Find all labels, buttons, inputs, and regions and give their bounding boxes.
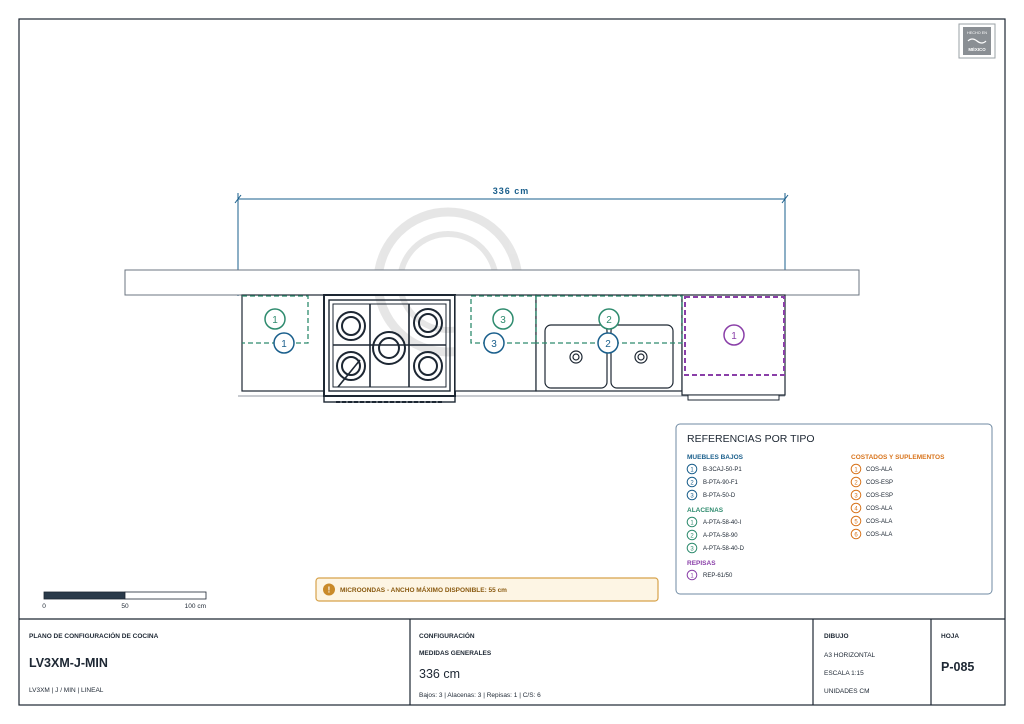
microwave-notice: ! MICROONDAS - ANCHO MÁXIMO DISPONIBLE: … — [315, 577, 659, 602]
base-heading: MUEBLES BAJOS — [687, 454, 744, 461]
measure-value: 336 cm — [419, 667, 460, 681]
reference-code: B-PTA-90-F1 — [703, 480, 739, 486]
base-cabinet-marker-2: 2 — [597, 332, 619, 354]
shelf-number: 1 — [731, 331, 737, 342]
wall-cabinet-marker-1: 1 — [264, 308, 286, 330]
reference-number: 1 — [690, 468, 694, 474]
shelf-unit — [681, 294, 786, 401]
config-label: CONFIGURACIÓN — [419, 631, 475, 640]
model-subtitle: LV3XM | J / MIN | LINEAL — [29, 687, 104, 694]
reference-code: COS-ESP — [866, 480, 893, 486]
title-block — [19, 618, 1005, 705]
reference-code: REP-61/50 — [703, 573, 733, 579]
reference-number: 2 — [690, 534, 694, 540]
reference-code: A-PTA-58-40-I — [703, 520, 742, 526]
wall-cabinet-marker-2: 2 — [598, 308, 620, 330]
sides-reference-list: 1 COS-ALA 2 COS-ESP 3 COS-ESP 4 COS-ALA … — [850, 463, 893, 540]
references-title: REFERENCIAS POR TIPO — [687, 433, 815, 445]
wall-cabinet-number: 2 — [606, 315, 612, 326]
reference-number: 3 — [690, 494, 694, 500]
reference-code: COS-ALA — [866, 467, 892, 473]
countertop — [124, 269, 860, 296]
wall-cabinet-number: 3 — [500, 315, 506, 326]
wall-heading: ALACENAS — [687, 507, 724, 514]
shelf-outline — [684, 296, 785, 376]
scale-tick-label: 100 cm — [185, 603, 206, 610]
scale-bar: 0 50 100 cm — [42, 591, 207, 610]
reference-number: 5 — [854, 520, 858, 526]
stove — [323, 294, 456, 403]
notice-text: MICROONDAS - ANCHO MÁXIMO DISPONIBLE: 55… — [340, 585, 507, 594]
reference-code: COS-ESP — [866, 493, 893, 499]
reference-number: 3 — [690, 547, 694, 553]
shelf-marker-1: 1 — [723, 324, 745, 346]
reference-code: COS-ALA — [866, 519, 892, 525]
wall-cabinet-marker-3: 3 — [492, 308, 514, 330]
reference-code: A-PTA-58-40-D — [703, 546, 745, 552]
badge-line1: HECHO EN — [967, 31, 987, 35]
reference-number: 2 — [690, 481, 694, 487]
reference-code: COS-ALA — [866, 506, 892, 512]
reference-code: B-PTA-50-D — [703, 493, 736, 499]
reference-number: 1 — [854, 468, 858, 474]
reference-number: 2 — [854, 481, 858, 487]
base-cabinet-number: 1 — [281, 339, 287, 350]
scale-tick-label: 50 — [121, 603, 129, 610]
reference-number: 3 — [854, 494, 858, 500]
drawing-units: UNIDADES CM — [824, 688, 870, 695]
base-cabinet-number: 2 — [605, 339, 611, 350]
sink-icon — [544, 324, 674, 389]
reference-code: A-PTA-58-90 — [703, 533, 738, 539]
counts-summary: Bajos: 3 | Alacenas: 3 | Repisas: 1 | C/… — [419, 692, 541, 699]
base-cabinet-marker-3: 3 — [483, 332, 505, 354]
reference-number: 6 — [854, 533, 858, 539]
drawing-scale: ESCALA 1:15 — [824, 670, 864, 677]
sheet-format: A3 HORIZONTAL — [824, 652, 876, 659]
warning-icon-glyph: ! — [328, 586, 331, 595]
base-cabinet-number: 3 — [491, 339, 497, 350]
drawing-label: DIBUJO — [824, 633, 849, 640]
reference-number: 1 — [690, 521, 694, 527]
sides-heading: COSTADOS Y SUPLEMENTOS — [851, 454, 945, 461]
badge-line2: MÉXICO — [968, 47, 986, 52]
sheet-label: HOJA — [941, 633, 959, 640]
reference-number: 1 — [690, 574, 694, 580]
sheet-number: P-085 — [941, 660, 974, 674]
references-panel: REFERENCIAS POR TIPO MUEBLES BAJOS 1 B-3… — [675, 423, 993, 595]
burner-icon — [336, 308, 443, 381]
wall-cabinet-number: 1 — [272, 315, 278, 326]
plan-label: PLANO DE CONFIGURACIÓN DE COCINA — [29, 631, 159, 640]
shelf-reference-list: 1 REP-61/50 — [686, 569, 733, 581]
warning-icon — [323, 583, 335, 596]
model-code: LV3XM-J-MIN — [29, 656, 108, 670]
wall-reference-list: 1 A-PTA-58-40-I 2 A-PTA-58-90 3 A-PTA-58… — [686, 516, 745, 554]
eagle-icon — [967, 38, 987, 44]
base-cabinet-marker-1: 1 — [273, 332, 295, 354]
made-in-mexico-badge: HECHO EN MÉXICO — [958, 23, 996, 59]
reference-code: B-3CAJ-50-P1 — [703, 467, 742, 473]
measures-label: MEDIDAS GENERALES — [419, 650, 492, 657]
base-reference-list: 1 B-3CAJ-50-P1 2 B-PTA-90-F1 3 B-PTA-50-… — [686, 463, 742, 501]
reference-code: COS-ALA — [866, 532, 892, 538]
shelf-heading: REPISAS — [687, 560, 716, 567]
reference-number: 4 — [854, 507, 858, 513]
scale-tick-label: 0 — [42, 603, 46, 610]
dimension-label: 336 cm — [493, 186, 530, 196]
